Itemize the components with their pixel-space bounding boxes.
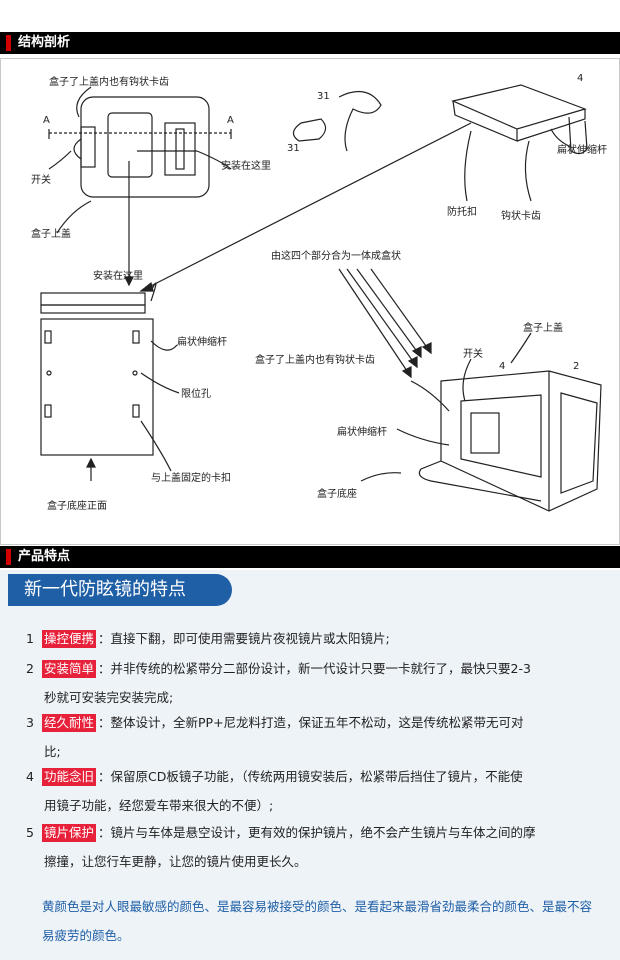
structure-diagram: 盒子了上盖内也有钩状卡齿 A A 开关 盒子上盖 安装在这里 31 31 防托扣… [31,73,607,512]
feature-item-4: 4 功能念旧：保留原CD板镜子功能，（传统两用镜安装后，松紧带后挡住了镜片，不能… [26,762,596,820]
label-switch-top: 开关 [31,173,51,186]
features-header-title: 新一代防眩镜的特点 [24,579,186,600]
feature-badge: 经久耐性 [41,714,96,732]
feature-badge: 安装简单 [41,660,96,678]
label-4-mid: 4 [499,361,505,372]
label-hook-teeth: 钩状卡齿 [501,209,541,222]
feature-number: 3 [26,715,34,730]
section-title-features: 产品特点 [18,549,71,564]
section-bar-structure: 结构剖析 [0,32,620,54]
section-bar-features: 产品特点 [0,546,620,568]
feature-text-cont: 秒就可安装完安装完成; [44,690,174,705]
section-title-structure: 结构剖析 [18,35,71,50]
feature-item-5: 5 镜片保护：镜片与车体是悬空设计，更有效的保护镜片，绝不会产生镜片与车体之间的… [26,818,596,876]
top-box-side [452,100,518,142]
label-lid-teeth-top: 盒子了上盖内也有钩状卡齿 [49,75,169,88]
label-fix-clip: 与上盖固定的卡扣 [151,471,231,484]
label-switch-mid: 开关 [463,347,483,360]
label-flat-rod-top: 扁状伸缩杆 [557,143,607,156]
label-box-base-front: 盒子底座正面 [47,499,107,512]
label-box-lid-right: 盒子上盖 [523,321,563,334]
feature-badge: 功能念旧 [41,768,96,786]
feature-item-1: 1 操控便携：直接下翻，即可使用需要镜片夜视镜片或太阳镜片; [26,624,596,653]
feature-number: 1 [26,631,34,646]
assembled-window [470,412,500,454]
feature-text: ：整体设计，全新PP+尼龙料打造，保证五年不松动，这是传统松紧带无可对 [98,715,524,730]
hook-part-b [338,90,382,152]
label-anti-drop: 防托扣 [447,205,477,218]
feature-text-cont: 比; [44,744,61,759]
base-top-bar [40,292,146,306]
lid-slot [164,122,196,176]
top-strip [0,0,620,26]
label-install-here-1: 安装在这里 [221,159,271,172]
base-body [40,318,154,456]
lid-outline [80,96,210,198]
label-limit-hole: 限位孔 [181,387,211,400]
top-box-rod [568,116,588,155]
switch-knob [73,138,82,160]
feature-number: 2 [26,661,34,676]
diagram-panel: 盒子了上盖内也有钩状卡齿 A A 开关 盒子上盖 安装在这里 31 31 防托扣… [0,58,620,545]
feature-text: ：镜片与车体是悬空设计，更有效的保护镜片，绝不会产生镜片与车体之间的摩 [98,825,536,840]
features-panel: 新一代防眩镜的特点 [0,570,620,960]
label-flat-rod-mid: 扁状伸缩杆 [177,335,227,348]
label-lid-teeth-mid: 盒子了上盖内也有钩状卡齿 [255,353,375,366]
label-2: 2 [573,361,579,372]
yellow-color-note: 黄颜色是对人眼最敏感的颜色、是最容易被接受的颜色、是看起来最滑省劲最柔合的颜色、… [42,899,593,943]
feature-text-cont: 擦撞，让您行车更静，让您的镜片使用更长久。 [44,854,307,869]
section-mark [6,549,11,565]
feature-text-cont: 用镜子功能，经您爱车带来很大的不便）; [44,798,274,813]
feature-text: ：保留原CD板镜子功能，（传统两用镜安装后，松紧带后挡住了镜片，不能使 [98,769,523,784]
feature-item-3: 3 经久耐性：整体设计，全新PP+尼龙料打造，保证五年不松动，这是传统松紧带无可… [26,708,596,766]
hook-part-a [292,118,327,142]
lid-window [107,112,153,178]
label-31b: 31 [287,143,300,154]
label-4-top: 4 [577,73,583,84]
lid-slot-inner [175,128,185,170]
features-header: 新一代防眩镜的特点 [8,574,232,606]
label-combine-note: 由这四个部分合为一体成盒状 [271,249,401,262]
feature-badge: 镜片保护 [41,824,96,842]
label-box-base: 盒子底座 [317,487,357,500]
label-box-lid-left: 盒子上盖 [31,227,71,240]
feature-number: 5 [26,825,34,840]
label-flat-rod-bottom: 扁状伸缩杆 [337,425,387,438]
feature-text: ：并非传统的松紧带分二部份设计，新一代设计只要一卡就行了，最快只要2-3 [98,661,531,676]
label-31a: 31 [317,91,330,102]
section-mark [6,35,11,51]
feature-number: 4 [26,769,34,784]
lid-switch [80,126,96,168]
label-install-here-2: 安装在这里 [93,269,143,282]
feature-badge: 操控便携 [41,630,96,648]
feature-item-2: 2 安装简单：并非传统的松紧带分二部份设计，新一代设计只要一卡就行了，最快只要2… [26,654,596,712]
label-a1: A [43,115,50,126]
label-a2: A [227,115,234,126]
feature-text: ：直接下翻，即可使用需要镜片夜视镜片或太阳镜片; [98,631,390,646]
assembled-box [440,370,602,512]
